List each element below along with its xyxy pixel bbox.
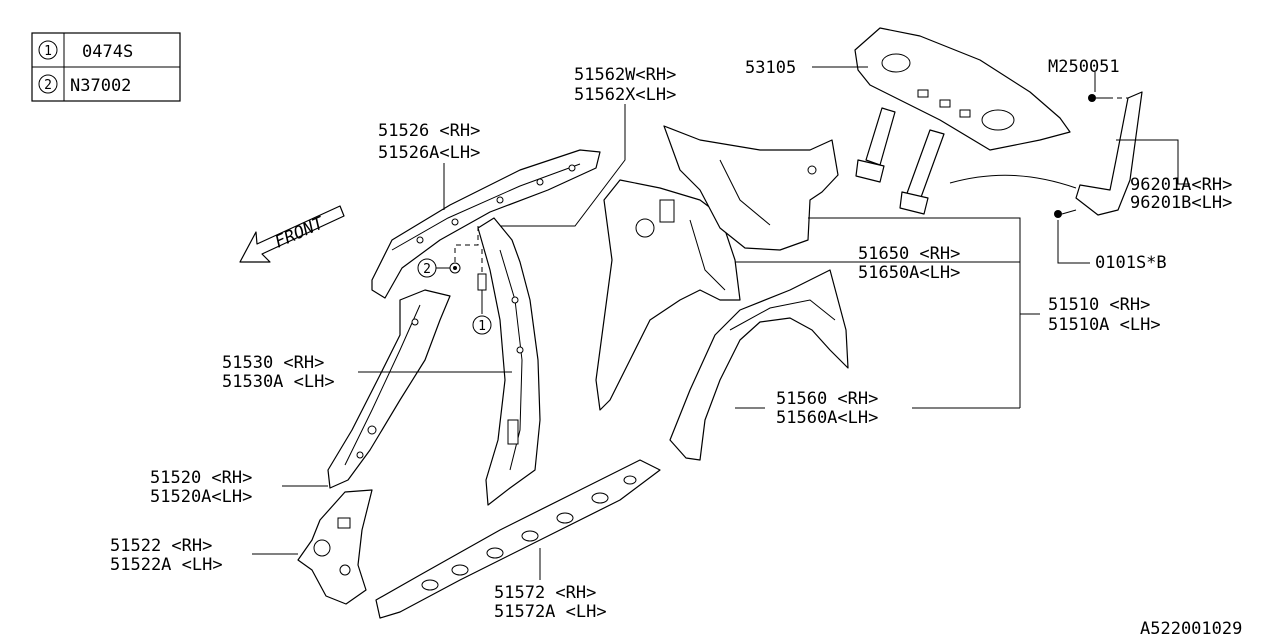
bolt-0101s-icon (1054, 209, 1077, 218)
svg-text:96201A<RH>: 96201A<RH> (1130, 175, 1232, 195)
svg-text:51650 <RH>: 51650 <RH> (858, 244, 960, 264)
legend-key-circle-1 (38, 40, 58, 60)
part-51526-roof-rail (371, 149, 601, 299)
callout-53105: 53105 (745, 58, 796, 78)
callout-m250051: M250051 (1048, 57, 1120, 77)
callout-51522: 51522 <RH> 51522A <LH> (110, 536, 223, 575)
part-96201-bracket (949, 91, 1143, 216)
svg-text:51572 <RH>: 51572 <RH> (494, 583, 596, 603)
svg-text:51526 <RH>: 51526 <RH> (378, 121, 480, 141)
part-53105-rear-shelf (854, 27, 1071, 215)
part-51560-wheel-arch (669, 269, 849, 461)
front-direction-arrow: FRONT (239, 205, 345, 263)
svg-text:51562X<LH>: 51562X<LH> (574, 85, 676, 105)
part-51572-sill (375, 459, 661, 619)
callout-51520: 51520 <RH> 51520A<LH> (150, 468, 252, 507)
legend-table: 1 0474S 2 N37002 (31, 32, 181, 102)
svg-text:51510 <RH>: 51510 <RH> (1048, 295, 1150, 315)
bolt-m250051-icon (1088, 94, 1108, 102)
callout-51526: 51526 <RH> 51526A<LH> (378, 121, 480, 163)
svg-text:96201B<LH>: 96201B<LH> (1130, 193, 1232, 213)
svg-text:51526A<LH>: 51526A<LH> (378, 143, 480, 163)
part-51530-front-pillar (327, 289, 451, 489)
svg-text:51560 <RH>: 51560 <RH> (776, 389, 878, 409)
part-51562-quarter-inner (663, 125, 839, 251)
marker-1: 1 (472, 315, 492, 335)
leader-lines (252, 66, 1190, 580)
part-51520-center-pillar (477, 217, 541, 506)
marker-2: 2 (417, 258, 450, 278)
svg-text:1: 1 (478, 319, 486, 334)
svg-text:51560A<LH>: 51560A<LH> (776, 408, 878, 428)
svg-text:51520A<LH>: 51520A<LH> (150, 487, 252, 507)
diagram-id: A522001029 (1140, 619, 1242, 639)
svg-text:M250051: M250051 (1048, 57, 1120, 77)
legend-code-2: N37002 (70, 76, 131, 96)
callout-51572: 51572 <RH> 51572A <LH> (494, 583, 607, 622)
part-51522-lower-pillar (297, 489, 373, 605)
callout-51650: 51650 <RH> 51650A<LH> (858, 244, 960, 283)
svg-text:51530 <RH>: 51530 <RH> (222, 353, 324, 373)
legend-key-2: 2 (44, 78, 52, 93)
fastener-bolt-icon (477, 246, 487, 314)
svg-text:51562W<RH>: 51562W<RH> (574, 65, 676, 85)
svg-text:53105: 53105 (745, 58, 796, 78)
svg-text:51510A <LH>: 51510A <LH> (1048, 315, 1161, 335)
svg-text:51572A <LH>: 51572A <LH> (494, 602, 607, 622)
callout-51560: 51560 <RH> 51560A<LH> (776, 389, 878, 428)
legend-key-1: 1 (44, 44, 52, 59)
svg-text:51650A<LH>: 51650A<LH> (858, 263, 960, 283)
svg-text:2: 2 (423, 262, 431, 277)
svg-text:51530A <LH>: 51530A <LH> (222, 372, 335, 392)
svg-text:51522A <LH>: 51522A <LH> (110, 555, 223, 575)
callout-51562: 51562W<RH> 51562X<LH> (574, 65, 676, 105)
svg-text:0101S*B: 0101S*B (1095, 253, 1167, 273)
callout-51510: 51510 <RH> 51510A <LH> (1048, 295, 1161, 335)
legend-code-1: 0474S (82, 42, 133, 62)
callout-96201: 96201A<RH> 96201B<LH> (1130, 175, 1232, 213)
callout-51530: 51530 <RH> 51530A <LH> (222, 353, 335, 392)
front-label: FRONT (272, 213, 328, 253)
legend-key-circle-2 (38, 74, 58, 94)
callout-0101s: 0101S*B (1095, 253, 1167, 273)
svg-text:51520 <RH>: 51520 <RH> (150, 468, 252, 488)
svg-text:51522 <RH>: 51522 <RH> (110, 536, 212, 556)
